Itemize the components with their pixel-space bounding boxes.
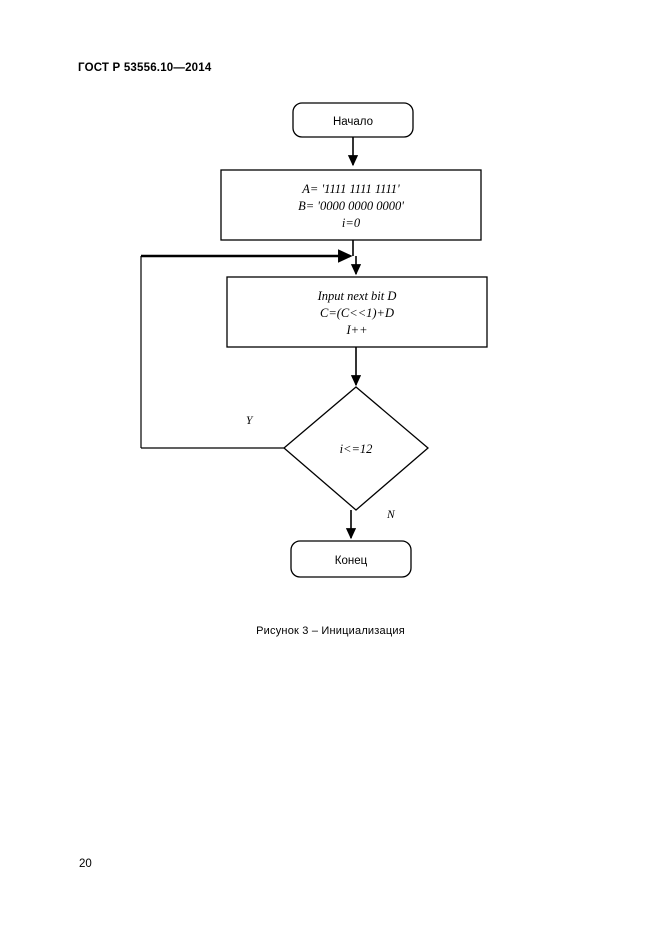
decision-node-shape [282,386,430,511]
process-node-line-2: C=(C<<1)+D [320,306,394,320]
init-node-line-1: A= '1111 1111 1111' [301,182,400,196]
branch-label-yes: Y [246,415,254,427]
figure-caption: Рисунок 3 – Инициализация [256,625,405,637]
flowchart-node-init: A= '1111 1111 1111' B= '0000 0000 0000' … [220,169,482,241]
feedback-loop-yes-branch [140,249,353,449]
end-node-label: Конец [335,555,368,567]
flowchart-node-start: Начало [292,102,414,138]
init-node-line-3: i=0 [342,216,361,230]
process-node-line-3: I++ [345,323,367,337]
init-node-shape [220,169,482,241]
start-node-label: Начало [333,116,373,128]
document-header-standard-number: ГОСТ Р 53556.10—2014 [78,62,212,74]
end-node-shape [290,540,412,578]
process-node-shape [226,276,488,348]
process-node-line-1: Input next bit D [317,289,397,303]
init-node-line-2: B= '0000 0000 0000' [298,199,404,213]
decision-node-label: i<=12 [340,442,373,456]
branch-label-no: N [386,509,396,521]
flowchart-node-process: Input next bit D C=(C<<1)+D I++ [226,276,488,348]
page-number: 20 [79,858,92,870]
flowchart-node-decision: i<=12 [282,386,430,511]
flowchart-node-end: Конец [290,540,412,578]
